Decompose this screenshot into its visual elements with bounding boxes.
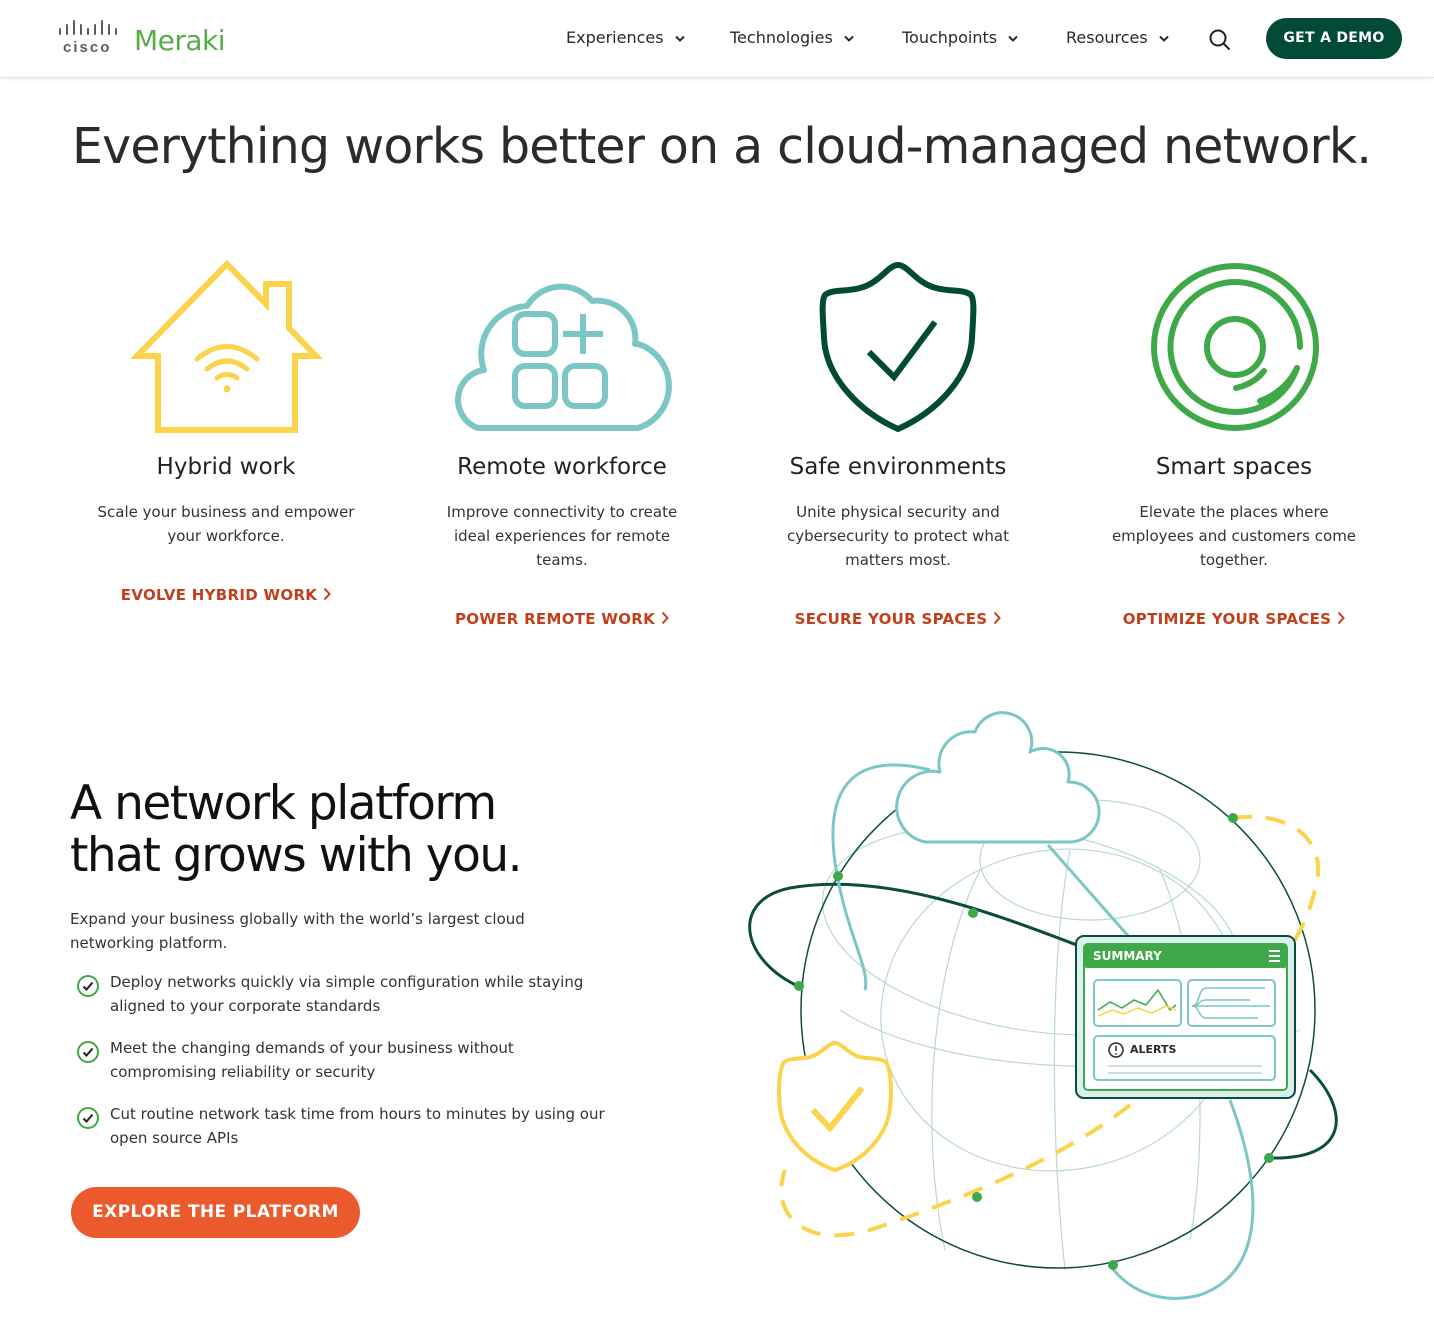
shield-check-icon: [777, 1041, 893, 1172]
cisco-meraki-logo[interactable]: cisco Meraki: [58, 18, 238, 62]
house-wifi-icon: [129, 259, 324, 433]
card-description: Scale your business and empower your wor…: [97, 503, 355, 545]
cloud-link: [1046, 844, 1132, 939]
platform-title-line1: A network platform: [70, 776, 497, 831]
chevron-right-icon: [994, 611, 1002, 625]
menu-icon: [1269, 950, 1280, 962]
explore-the-platform-button[interactable]: EXPLORE THE PLATFORM: [71, 1187, 360, 1238]
cloud-icon: [895, 711, 1101, 844]
card-description: Unite physical security and cybersecurit…: [787, 503, 1009, 569]
get-a-demo-button[interactable]: GET A DEMO: [1266, 18, 1402, 59]
nav-touchpoints[interactable]: Touchpoints: [902, 28, 1019, 52]
dark-orbit: [748, 882, 1091, 989]
link-label: SECURE YOUR SPACES: [794, 610, 988, 628]
platform-title: A network platform that grows with you.: [70, 778, 630, 882]
card-description: Elevate the places where employees and c…: [1111, 503, 1357, 569]
search-icon: [1209, 29, 1230, 50]
bullet-text: Meet the changing demands of your busine…: [110, 1039, 514, 1081]
card-title: Smart spaces: [1155, 454, 1313, 480]
summary-panel: SUMMARY ALERTS: [1075, 935, 1296, 1099]
check-circle-icon: [77, 1041, 99, 1063]
optimize-your-spaces-link[interactable]: OPTIMIZE YOUR SPACES: [1084, 610, 1384, 628]
nav-label: Experiences: [566, 28, 664, 47]
bullet-text: Deploy networks quickly via simple confi…: [110, 973, 584, 1015]
meraki-wordmark: Meraki: [134, 24, 226, 57]
chevron-down-icon: [1008, 35, 1018, 42]
cisco-wordmark: cisco: [63, 39, 112, 56]
platform-title-line2: that grows with you.: [70, 828, 523, 883]
card-title: Hybrid work: [156, 454, 296, 480]
chevron-down-icon: [844, 35, 854, 42]
secure-your-spaces-link[interactable]: SECURE YOUR SPACES: [748, 610, 1048, 628]
nav-resources[interactable]: Resources: [1066, 28, 1170, 52]
nav-label: Touchpoints: [902, 28, 998, 47]
network-nodes: [794, 813, 1274, 1270]
card-description: Improve connectivity to create ideal exp…: [446, 503, 678, 569]
teal-orbit: [831, 763, 931, 991]
alerts-label: ALERTS: [1130, 1043, 1177, 1056]
link-label: OPTIMIZE YOUR SPACES: [1122, 610, 1332, 628]
search-button[interactable]: [1207, 27, 1233, 53]
check-circle-icon: [77, 1107, 99, 1129]
chevron-right-icon: [1338, 611, 1346, 625]
platform-intro: Expand your business globally with the w…: [70, 910, 525, 952]
dark-orbit-right: [1269, 1068, 1338, 1160]
chevron-right-icon: [323, 587, 332, 601]
chevron-down-icon: [674, 35, 685, 42]
nav-label: Technologies: [730, 28, 833, 47]
chevron-right-icon: [661, 611, 669, 625]
yellow-orbit-bottom: [779, 1103, 1132, 1238]
link-label: POWER REMOTE WORK: [454, 610, 656, 628]
shield-check-icon: [819, 262, 977, 432]
card-title: Safe environments: [789, 454, 1007, 480]
power-remote-work-link[interactable]: POWER REMOTE WORK: [412, 610, 712, 628]
teal-orbit-bottom: [1108, 1099, 1255, 1300]
cloud-apps-icon: [455, 283, 672, 431]
check-circle-icon: [77, 975, 99, 997]
hero-headline: Everything works better on a cloud-manag…: [72, 118, 1372, 175]
evolve-hybrid-work-link[interactable]: EVOLVE HYBRID WORK: [76, 586, 376, 604]
bullet-text: Cut routine network task time from hours…: [110, 1105, 605, 1147]
nav-experiences[interactable]: Experiences: [566, 28, 686, 52]
nav-technologies[interactable]: Technologies: [730, 28, 855, 52]
globe-network-illustration: SUMMARY ALERTS: [748, 711, 1338, 1300]
site-header: cisco Meraki Experiences Technologies To…: [0, 0, 1434, 78]
yellow-orbit: [1231, 814, 1321, 972]
card-title: Remote workforce: [457, 454, 667, 480]
summary-label: SUMMARY: [1093, 949, 1162, 963]
chevron-down-icon: [1159, 35, 1169, 42]
cisco-bars-logo: [59, 20, 117, 35]
concentric-circles-icon: [1151, 263, 1319, 431]
link-label: EVOLVE HYBRID WORK: [120, 586, 318, 604]
nav-label: Resources: [1066, 28, 1148, 47]
alert-icon: [1108, 1042, 1124, 1058]
